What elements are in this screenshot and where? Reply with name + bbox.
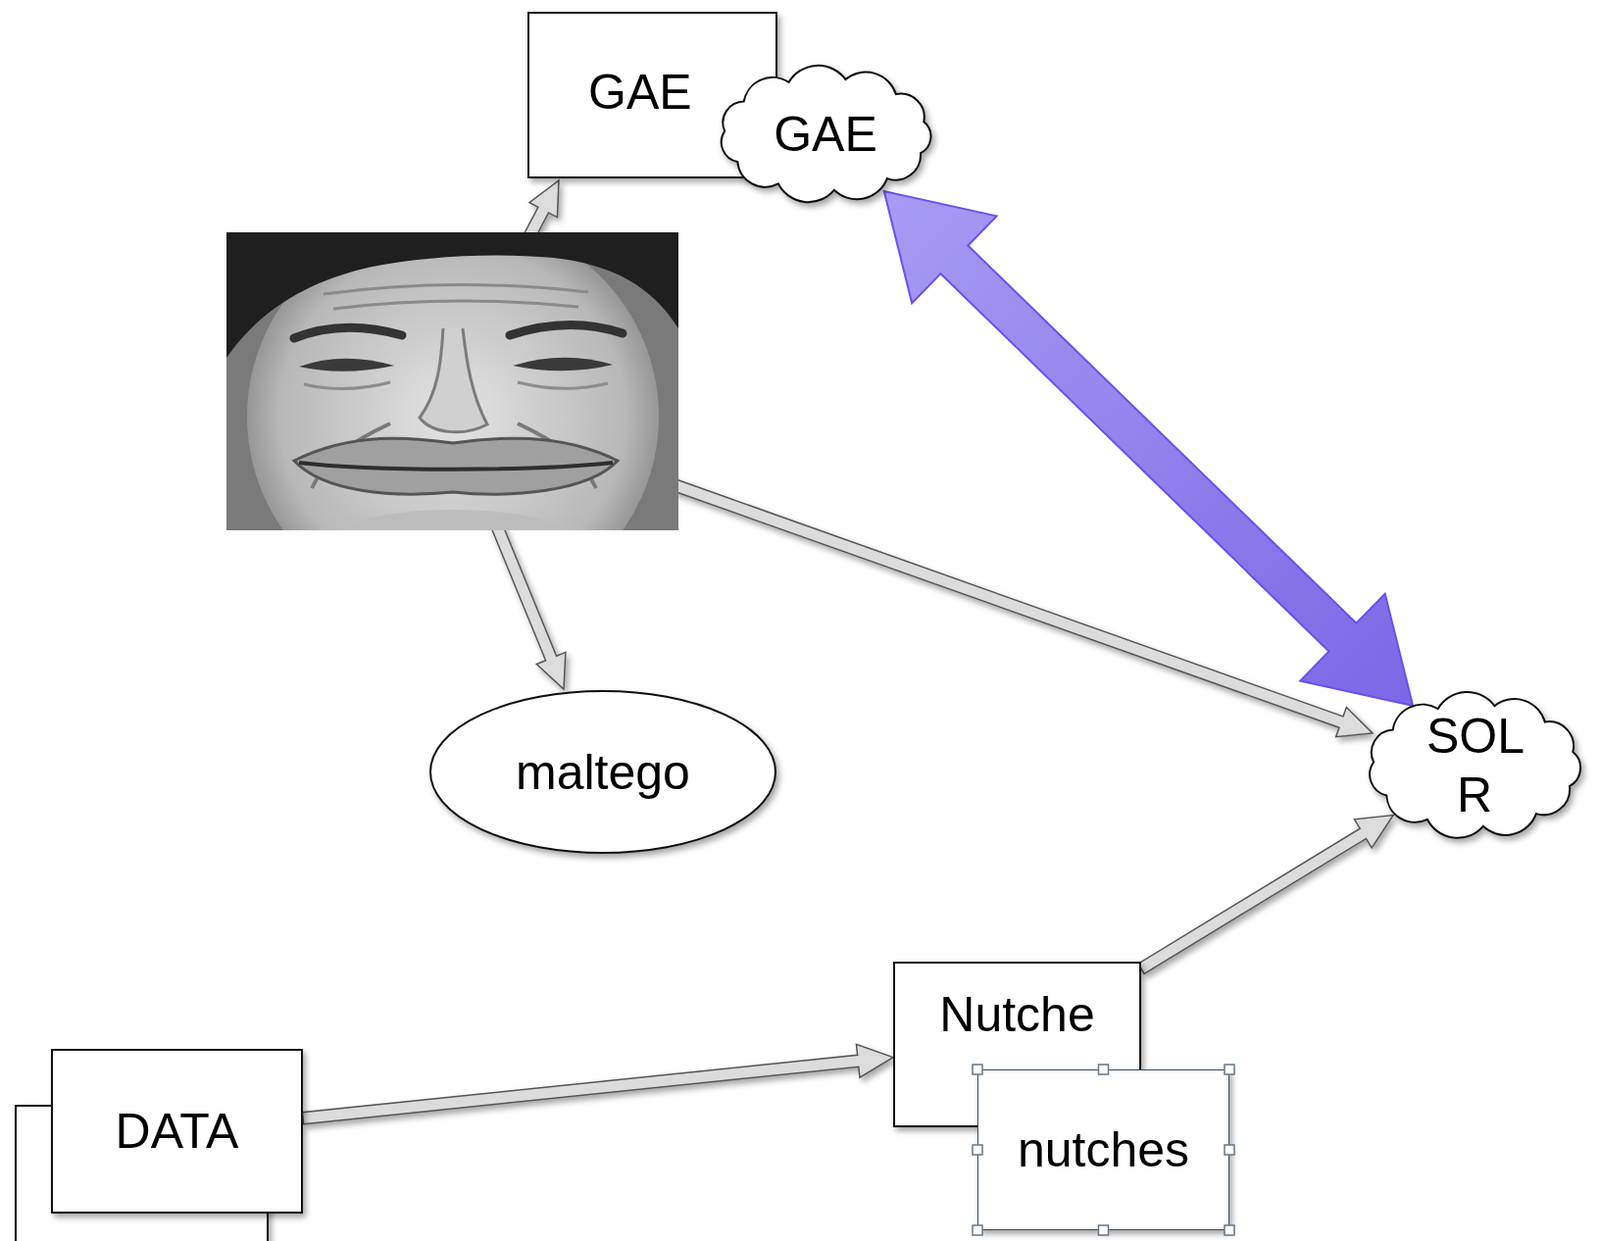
- cloud-outline: [1369, 692, 1581, 839]
- eye: [299, 358, 395, 372]
- selection-handle: [1099, 1225, 1109, 1236]
- cloud-outline: [721, 65, 932, 202]
- node-label: Nutche: [939, 985, 1095, 1045]
- nose: [419, 328, 488, 433]
- selection-handle: [1099, 1064, 1109, 1075]
- tool-ellipse: maltego: [428, 689, 778, 855]
- selection-handle: [1224, 1145, 1235, 1155]
- wrinkle: [323, 284, 589, 295]
- chin: [335, 509, 571, 531]
- photo-arrow: [664, 476, 1373, 737]
- wrinkle: [333, 300, 579, 309]
- lips: [294, 438, 618, 495]
- selection-handle: [972, 1145, 983, 1155]
- mouth: [299, 462, 613, 470]
- node-label: DATA: [115, 1101, 240, 1161]
- selection-handle: [972, 1225, 983, 1236]
- selection-handle: [1224, 1225, 1235, 1236]
- connector-group: [301, 191, 1413, 1125]
- eye: [512, 357, 613, 372]
- selection-handle: [1224, 1064, 1235, 1075]
- eyebrow: [509, 324, 623, 336]
- node-label: GAE: [588, 62, 693, 122]
- photo-arrow: [485, 507, 566, 690]
- node-label: nutches: [1017, 1120, 1190, 1180]
- cloud-shape: GAE: [709, 64, 942, 204]
- selection-handle: [972, 1064, 983, 1075]
- selected-box: nutches: [977, 1069, 1230, 1231]
- face-photo: [226, 232, 679, 531]
- cloud-shape: SOL R: [1358, 691, 1591, 841]
- wrinkle: [517, 382, 608, 389]
- sync-arrow: [884, 191, 1413, 706]
- flow-arrow: [301, 1044, 894, 1124]
- flow-arrow: [1138, 815, 1394, 975]
- node-label: SOL R: [1426, 706, 1523, 825]
- ellipse-outline: [430, 691, 776, 853]
- eyebrow: [294, 327, 402, 339]
- node-label: maltego: [515, 743, 691, 802]
- wrinkle: [303, 382, 391, 390]
- data-box: DATA: [50, 1049, 303, 1214]
- node-label: GAE: [773, 104, 878, 164]
